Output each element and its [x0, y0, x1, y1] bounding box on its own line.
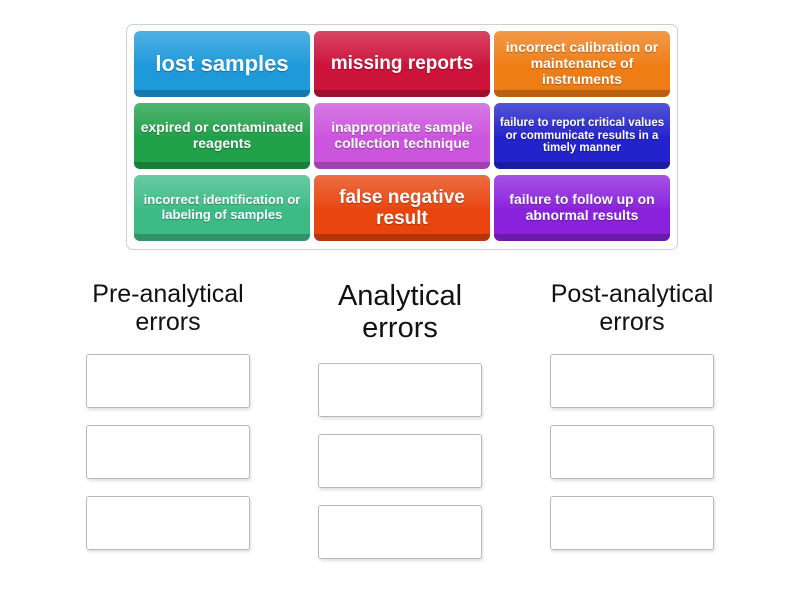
dropzone[interactable] — [318, 504, 482, 559]
category-column-analytical: Analytical errors — [300, 280, 500, 559]
dropzone[interactable] — [550, 354, 714, 408]
dropzone[interactable] — [550, 496, 714, 550]
draggable-tile[interactable]: false negative result — [314, 175, 490, 241]
category-title: Pre-analytical errors — [92, 280, 244, 336]
dropzone[interactable] — [86, 354, 250, 408]
tile-label: failure to report critical values or com… — [499, 116, 665, 155]
dropzone[interactable] — [86, 425, 250, 479]
dropzone[interactable] — [550, 425, 714, 479]
tile-label: incorrect identification or labeling of … — [143, 192, 301, 222]
draggable-tile[interactable]: failure to follow up on abnormal results — [494, 175, 670, 241]
draggable-tile[interactable]: incorrect calibration or maintenance of … — [494, 31, 670, 97]
category-column-post-analytical: Post-analytical errors — [532, 280, 732, 559]
dropzone[interactable] — [318, 362, 482, 417]
category-title: Analytical errors — [337, 280, 463, 345]
draggable-tile[interactable]: inappropriate sample collection techniqu… — [314, 103, 490, 169]
tile-pool-row: expired or contaminated reagents inappro… — [134, 103, 670, 173]
draggable-tile[interactable]: failure to report critical values or com… — [494, 103, 670, 169]
category-title: Post-analytical errors — [550, 280, 714, 336]
draggable-tile[interactable]: incorrect identification or labeling of … — [134, 175, 310, 241]
draggable-tile[interactable]: expired or contaminated reagents — [134, 103, 310, 169]
category-column-pre-analytical: Pre-analytical errors — [68, 280, 268, 559]
tile-label: expired or contaminated reagents — [140, 119, 304, 151]
draggable-tile[interactable]: missing reports — [314, 31, 490, 97]
tile-pool-row: lost samples missing reports incorrect c… — [134, 31, 670, 101]
tile-label: lost samples — [155, 50, 289, 76]
tile-label: inappropriate sample collection techniqu… — [331, 119, 473, 151]
draggable-tile[interactable]: lost samples — [134, 31, 310, 97]
tile-pool-row: incorrect identification or labeling of … — [134, 175, 670, 245]
tile-label: failure to follow up on abnormal results — [509, 191, 655, 223]
dropzone[interactable] — [86, 496, 250, 550]
dropzone[interactable] — [318, 433, 482, 488]
tile-label: incorrect calibration or maintenance of … — [505, 39, 659, 87]
tile-label: false negative result — [339, 186, 465, 229]
tile-pool: lost samples missing reports incorrect c… — [126, 24, 678, 250]
tile-label: missing reports — [330, 53, 474, 75]
category-columns: Pre-analytical errors Analytical errors … — [68, 280, 732, 559]
